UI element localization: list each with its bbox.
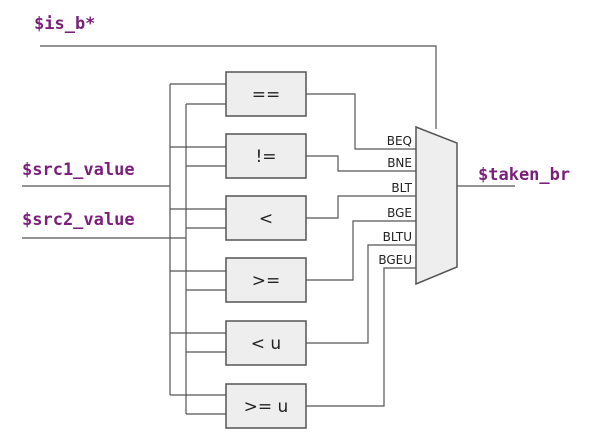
mux-input-bgeu: BGEU (378, 253, 412, 267)
comparator-output-wires (306, 93, 416, 407)
mux-input-beq: BEQ (387, 134, 412, 148)
comparator-label-eq: == (252, 85, 281, 105)
comparator-label-geu: >= u (244, 397, 289, 417)
comparator-box-geu (225, 383, 307, 429)
src1-bus (22, 83, 226, 396)
comparator-box-ne (225, 133, 307, 179)
mux-input-bge: BGE (387, 206, 412, 220)
comparator-label-ge: >= (252, 271, 281, 291)
comparator-boxes (225, 71, 307, 429)
comparator-box-lt (225, 195, 307, 241)
src1-value-label: $src1_value (22, 160, 135, 180)
comparator-labels: == != < >= < u >= u (244, 85, 289, 417)
comparator-label-ltu: < u (251, 334, 281, 354)
comparator-label-ne: != (255, 147, 276, 167)
src2-value-label: $src2_value (22, 210, 135, 230)
mux-input-blt: BLT (391, 181, 412, 195)
comparator-box-eq (225, 71, 307, 117)
src2-bus (22, 103, 226, 415)
mux-input-labels: BEQ BNE BLT BGE BLTU BGEU (378, 134, 412, 267)
multiplexer (415, 125, 458, 286)
mux-input-bltu: BLTU (383, 230, 412, 244)
is-b-wire (40, 45, 437, 129)
mux-input-bne: BNE (387, 156, 412, 170)
comparator-box-ge (225, 257, 307, 303)
comparator-box-ltu (225, 320, 307, 366)
is-b-label: $is_b* (34, 14, 95, 34)
taken-br-label: $taken_br (478, 165, 570, 185)
comparator-label-lt: < (259, 209, 273, 229)
